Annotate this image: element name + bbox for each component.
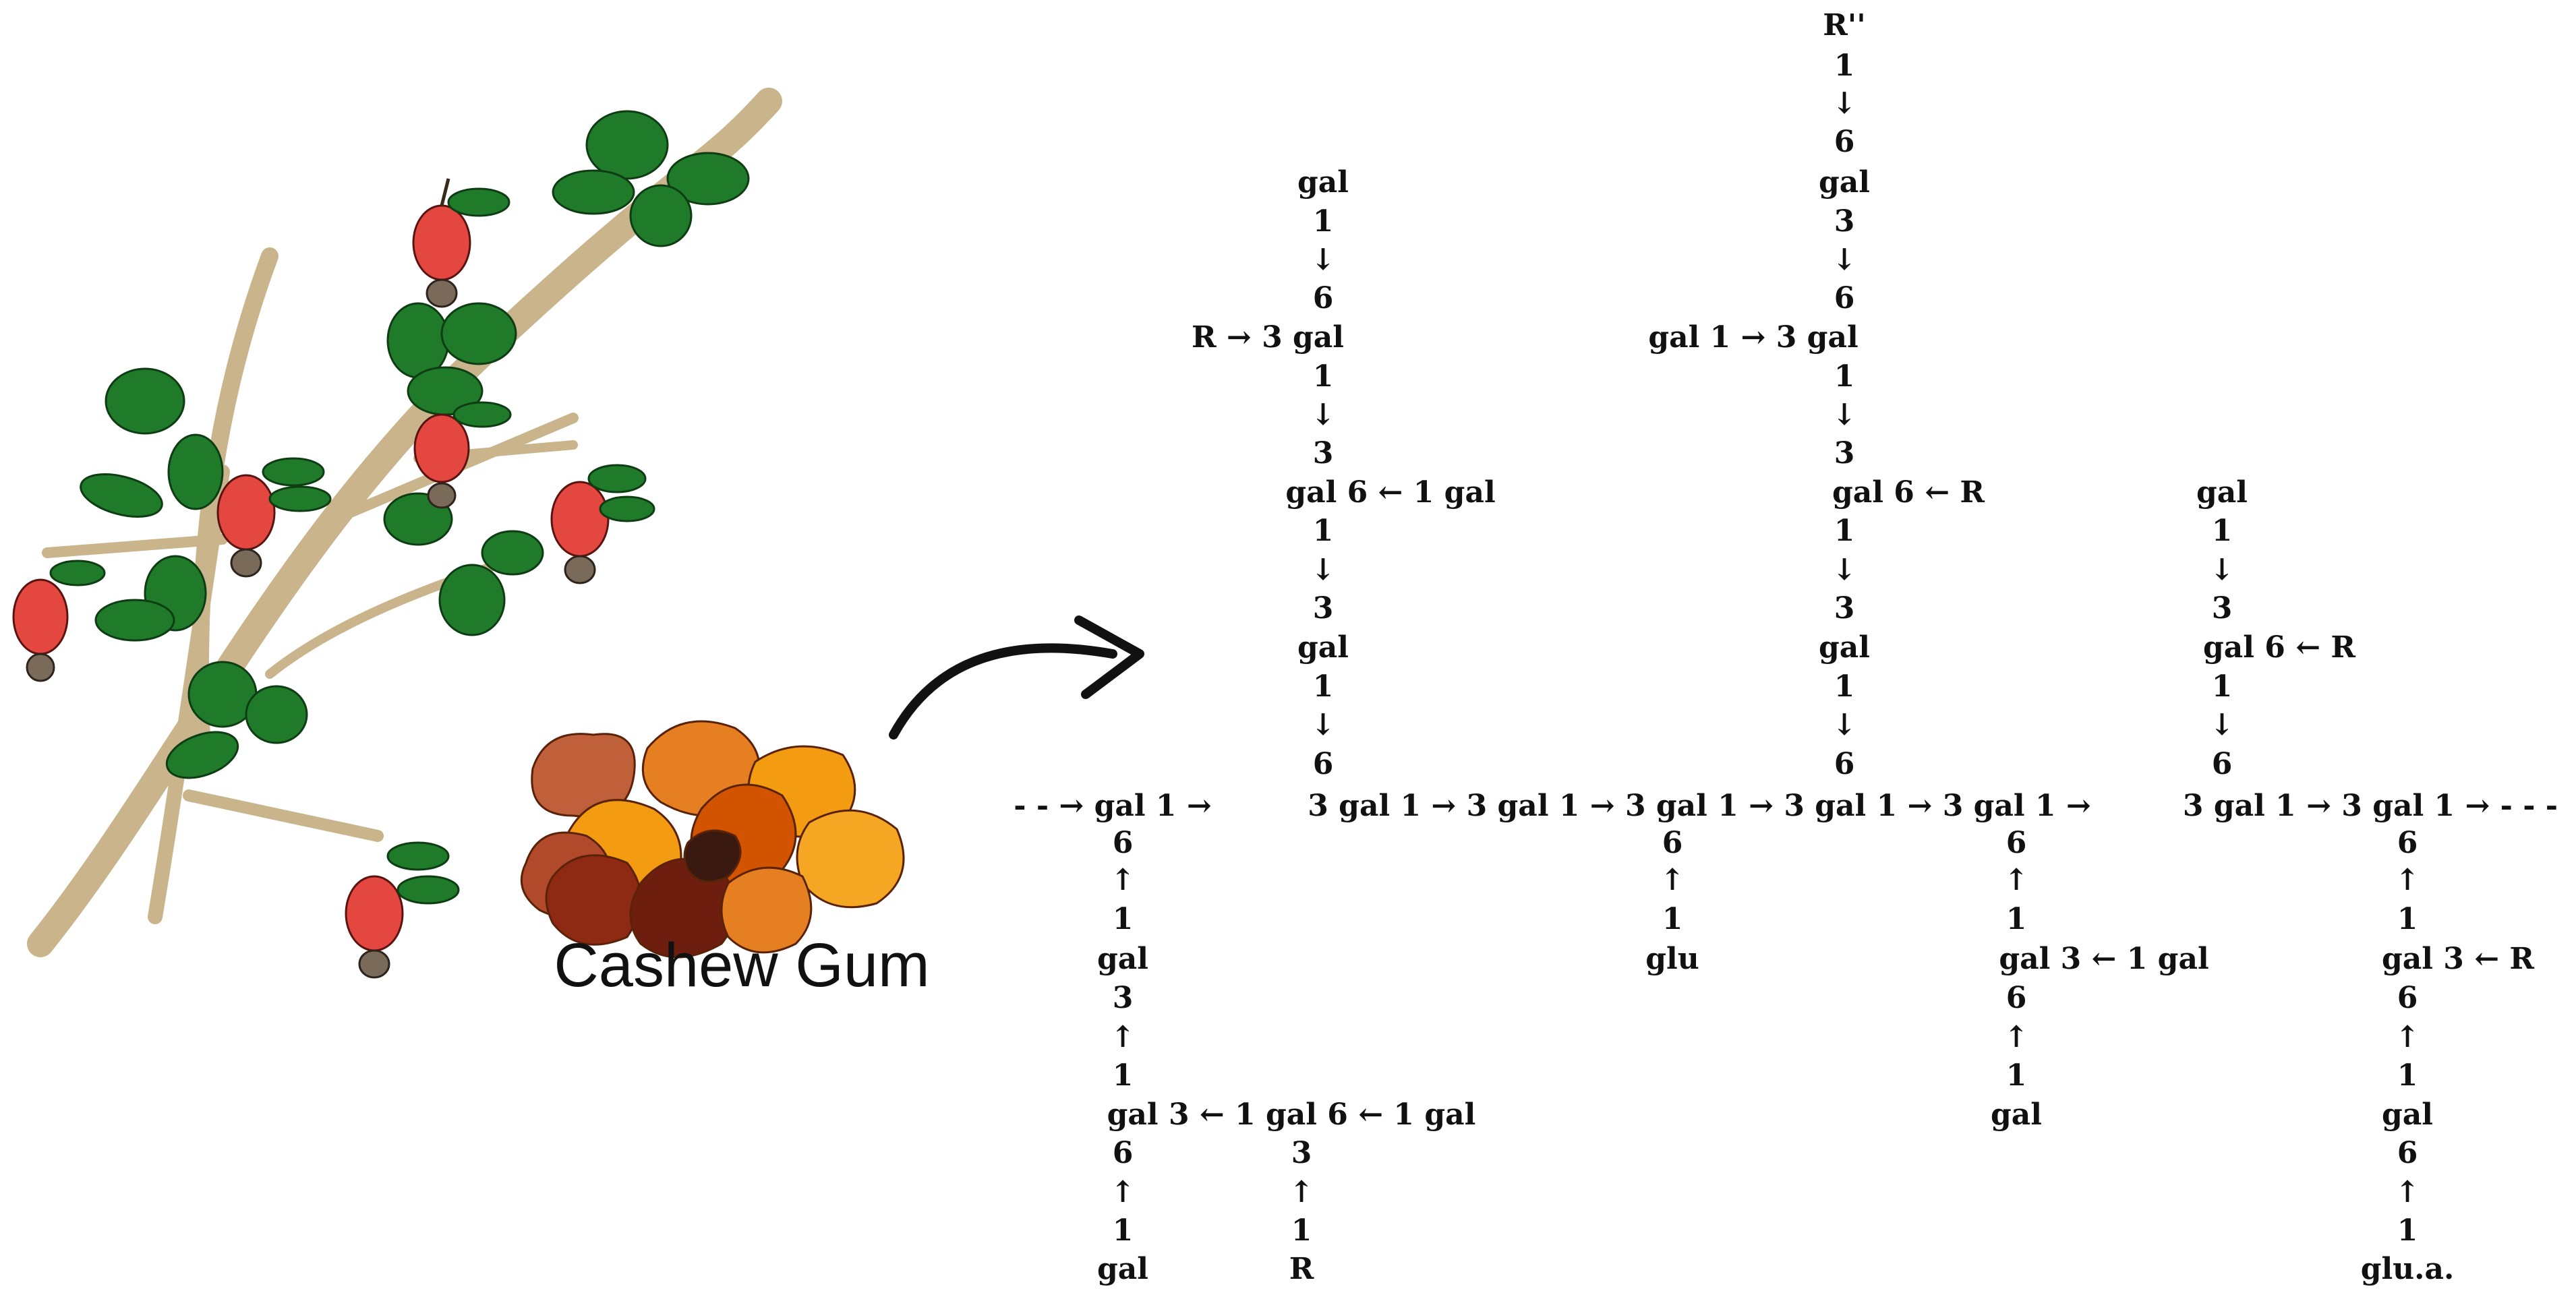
structure-label: 1 (2397, 1058, 2418, 1093)
structure-label: 1 (1291, 1213, 1312, 1248)
structure-label: 6 (1662, 826, 1683, 860)
structure-label: gal (1819, 630, 1870, 665)
structure-label: 3 (1113, 981, 1134, 1015)
structure-label: R'' (1823, 8, 1866, 42)
structure-backbone: 3 gal 1 → 3 gal 1 → 3 gal 1 → 3 gal 1 → … (1308, 789, 2091, 823)
structure-label: ↑ (1111, 1175, 1136, 1209)
structure-label: 3 (1834, 591, 1855, 626)
structure-label: 3 (1834, 436, 1855, 471)
structure-label: R (1289, 1252, 1314, 1286)
structure-label: 1 (1313, 204, 1334, 239)
structure-label: R → 3 gal (1192, 320, 1344, 355)
cashew-gum-resin-illustration (520, 720, 905, 959)
structure-label: 1 (1113, 902, 1134, 936)
structure-label: gal (1991, 1097, 2042, 1132)
cashew-branch-illustration (12, 88, 782, 979)
structure-label: gal (1097, 1252, 1148, 1286)
structure-label: ↓ (2210, 553, 2235, 587)
structure-label: 1 (2212, 669, 2233, 704)
structure-label: 3 (1291, 1136, 1312, 1170)
structure-label: glu.a. (2361, 1252, 2455, 1286)
structure-label: ↑ (2004, 1020, 2029, 1054)
structure-label: gal (1297, 630, 1349, 665)
structure-backbone: - - → gal 1 → (1014, 789, 1211, 823)
structure-label: gal 6 ← 1 gal (1285, 475, 1495, 510)
structure-label: 6 (1113, 826, 1134, 860)
structure-label: gal 1 → 3 gal (1648, 320, 1858, 355)
structure-label: 1 (1113, 1058, 1134, 1093)
structure-label: 6 (2006, 981, 2027, 1015)
structure-label: 1 (1662, 902, 1683, 936)
structure-label: 1 (2006, 902, 2027, 936)
structure-label: ↓ (1311, 553, 1336, 587)
structure-label: 1 (1313, 514, 1334, 548)
structure-label: 6 (1313, 747, 1334, 781)
structure-label: gal (2382, 1097, 2433, 1132)
structure-label: ↓ (1832, 708, 1857, 742)
structure-label: 6 (2006, 826, 2027, 860)
structure-label: 1 (1313, 669, 1334, 704)
structure-label: 6 (2397, 981, 2418, 1015)
structure-label: gal 3 ← 1 gal (1999, 942, 2208, 976)
structure-label: ↓ (1832, 86, 1857, 121)
structure-label: ↓ (1832, 243, 1857, 277)
structure-label: 6 (1834, 281, 1855, 315)
structure-label: 1 (1313, 359, 1334, 394)
structure-label: 6 (2397, 826, 2418, 860)
structure-label: 6 (2397, 1136, 2418, 1170)
structure-label: 1 (2212, 514, 2233, 548)
structure-label: glu (1645, 942, 1699, 976)
structure-label: ↓ (1832, 398, 1857, 432)
structure-label: 1 (1834, 359, 1855, 394)
structure-label: 3 (1834, 204, 1855, 239)
structure-label: ↓ (1832, 553, 1857, 587)
structure-label: 6 (1313, 281, 1334, 315)
structure-label: ↓ (1311, 243, 1336, 277)
structure-label: gal (1297, 165, 1349, 200)
curved-arrow-icon (889, 615, 1144, 740)
cashew-gum-caption: Cashew Gum (554, 931, 930, 1000)
structure-label: 1 (1834, 49, 1855, 83)
structure-label: gal (1097, 942, 1148, 976)
structure-label: ↑ (2395, 1020, 2420, 1054)
structure-label: gal (1819, 165, 1870, 200)
structure-label: 6 (1834, 747, 1855, 781)
structure-label: ↑ (1111, 1020, 1136, 1054)
structure-label: 1 (2397, 902, 2418, 936)
structure-label: gal 6 ← R (2203, 630, 2355, 665)
structure-label: gal (2196, 475, 2248, 510)
structure-label: gal 3 ← 1 gal 6 ← 1 gal (1107, 1097, 1476, 1132)
structure-label: 6 (1834, 125, 1855, 159)
structure-label: 1 (2006, 1058, 2027, 1093)
structure-label: 6 (1113, 1136, 1134, 1170)
structure-label: 3 (1313, 436, 1334, 471)
structure-label: ↑ (1111, 863, 1136, 897)
structure-label: ↑ (2004, 863, 2029, 897)
structure-label: 1 (1834, 669, 1855, 704)
structure-label: 3 (2212, 591, 2233, 626)
structure-label: ↓ (1311, 708, 1336, 742)
structure-label: gal 6 ← R (1832, 475, 1985, 510)
structure-backbone: 3 gal 1 → 3 gal 1 → - - - (2183, 789, 2558, 823)
structure-label: ↑ (1289, 1175, 1314, 1209)
structure-label: ↑ (2395, 1175, 2420, 1209)
structure-label: 3 (1313, 591, 1334, 626)
structure-label: 1 (2397, 1213, 2418, 1248)
structure-label: ↓ (2210, 708, 2235, 742)
structure-label: gal 3 ← R (2382, 942, 2534, 976)
structure-label: 1 (1113, 1213, 1134, 1248)
structure-label: ↓ (1311, 398, 1336, 432)
structure-label: ↑ (1660, 863, 1685, 897)
structure-label: 1 (1834, 514, 1855, 548)
structure-label: ↑ (2395, 863, 2420, 897)
structure-label: 6 (2212, 747, 2233, 781)
cashew-fruit-group (12, 178, 655, 979)
